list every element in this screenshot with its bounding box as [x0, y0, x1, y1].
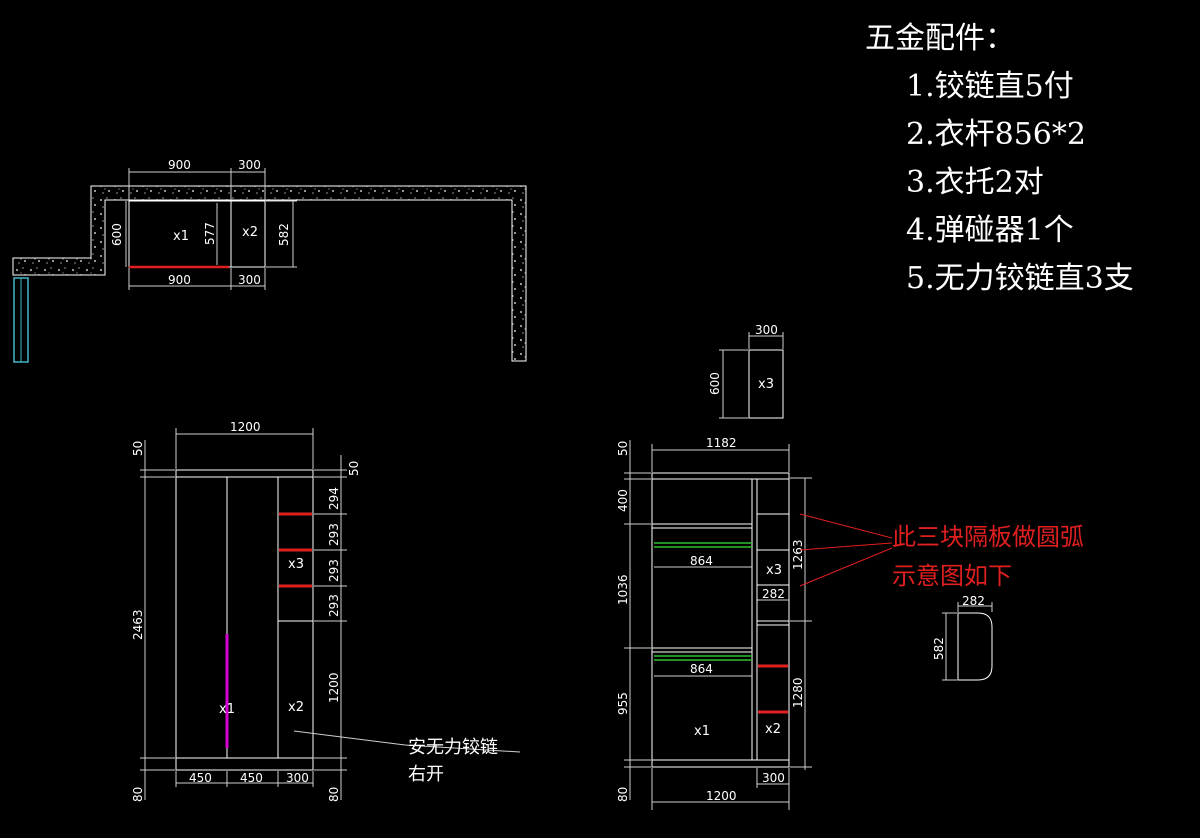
- plan-view: 900 300 900 300 600 577 582 x1 x2: [12, 158, 527, 363]
- front-elevation-right: 1182 50 400 1036 955 80 1263 1280 864 86…: [616, 436, 812, 810]
- plan-wall: [12, 185, 527, 362]
- hardware-notes: 五金配件： 1.铰链直5付 2.衣杆856*2 3.衣托2对 4.弹碰器1个 5…: [865, 21, 1134, 296]
- right-dim-864b: 864: [690, 662, 713, 676]
- plan-dim-top-900: 900: [168, 158, 191, 172]
- right-label-x3: x3: [766, 563, 782, 578]
- left-label-x1: x1: [219, 702, 235, 717]
- notes-item-2: 2.衣杆856*2: [906, 117, 1086, 152]
- right-dim-300: 300: [762, 771, 785, 785]
- left-dim-450b: 450: [240, 771, 263, 785]
- left-dim-2463: 2463: [131, 609, 145, 640]
- left-dim-top: 1200: [230, 420, 261, 434]
- left-dim-50: 50: [131, 441, 145, 456]
- arc-note-line2: 示意图如下: [892, 562, 1012, 590]
- notes-item-1: 1.铰链直5付: [906, 69, 1074, 104]
- left-label-x3: x3: [288, 557, 304, 572]
- right-dim-80: 80: [616, 787, 630, 802]
- arc-note: 此三块隔板做圆弧 示意图如下 282 582: [799, 513, 1084, 681]
- left-annotation-line1: 安无力铰链: [408, 737, 498, 758]
- plan-dim-577: 577: [203, 222, 217, 245]
- left-label-x2: x2: [288, 700, 304, 715]
- notes-item-5: 5.无力铰链直3支: [906, 261, 1134, 296]
- left-dim-300: 300: [286, 771, 309, 785]
- left-dim-1200: 1200: [327, 672, 341, 703]
- left-dim-293b: 293: [327, 559, 341, 582]
- front-elevation-left: 1200 50 2463 80 50 294 293 293 293 1200 …: [131, 420, 521, 802]
- plan-cabinet-x2: [230, 200, 266, 268]
- left-dim-294: 294: [327, 487, 341, 510]
- plan-dim-582: 582: [277, 223, 291, 246]
- left-dim-50-right: 50: [347, 461, 361, 476]
- right-dim-1036: 1036: [616, 574, 630, 605]
- plan-dim-top-300: 300: [238, 158, 261, 172]
- plan-label-x2: x2: [242, 225, 258, 240]
- right-dim-top: 1182: [706, 436, 737, 450]
- right-label-x1: x1: [694, 724, 710, 739]
- arc-dim-582: 582: [932, 637, 946, 660]
- right-dim-282: 282: [762, 587, 785, 601]
- right-dim-50: 50: [616, 441, 630, 456]
- arc-shelf-shape: [957, 612, 993, 681]
- right-dim-864a: 864: [690, 554, 713, 568]
- arc-dim-282: 282: [962, 594, 985, 608]
- right-dim-bottom: 1200: [706, 789, 737, 803]
- right-dim-400: 400: [616, 489, 630, 512]
- left-dim-293c: 293: [327, 594, 341, 617]
- drawer-dim-300: 300: [755, 323, 778, 337]
- left-annotation-line2: 右开: [408, 764, 444, 785]
- plan-dim-bottom-300: 300: [238, 273, 261, 287]
- right-dim-1280: 1280: [791, 677, 805, 708]
- drawer-detail: 300 600 x3: [708, 323, 784, 419]
- left-dim-450a: 450: [189, 771, 212, 785]
- left-dim-293a: 293: [327, 523, 341, 546]
- plan-label-x1: x1: [173, 229, 189, 244]
- drawer-label-x3: x3: [758, 377, 774, 392]
- right-dim-1263: 1263: [791, 539, 805, 570]
- drawer-dim-600: 600: [708, 372, 722, 395]
- notes-title: 五金配件：: [865, 21, 1015, 56]
- arc-note-line1: 此三块隔板做圆弧: [892, 523, 1084, 551]
- plan-dim-600: 600: [110, 223, 124, 246]
- notes-item-4: 4.弹碰器1个: [906, 213, 1074, 248]
- right-dim-955: 955: [616, 692, 630, 715]
- notes-item-3: 3.衣托2对: [906, 165, 1044, 200]
- left-dim-80: 80: [131, 787, 145, 802]
- right-label-x2: x2: [765, 722, 781, 737]
- plan-dim-bottom-900: 900: [168, 273, 191, 287]
- left-dim-80-right: 80: [327, 787, 341, 802]
